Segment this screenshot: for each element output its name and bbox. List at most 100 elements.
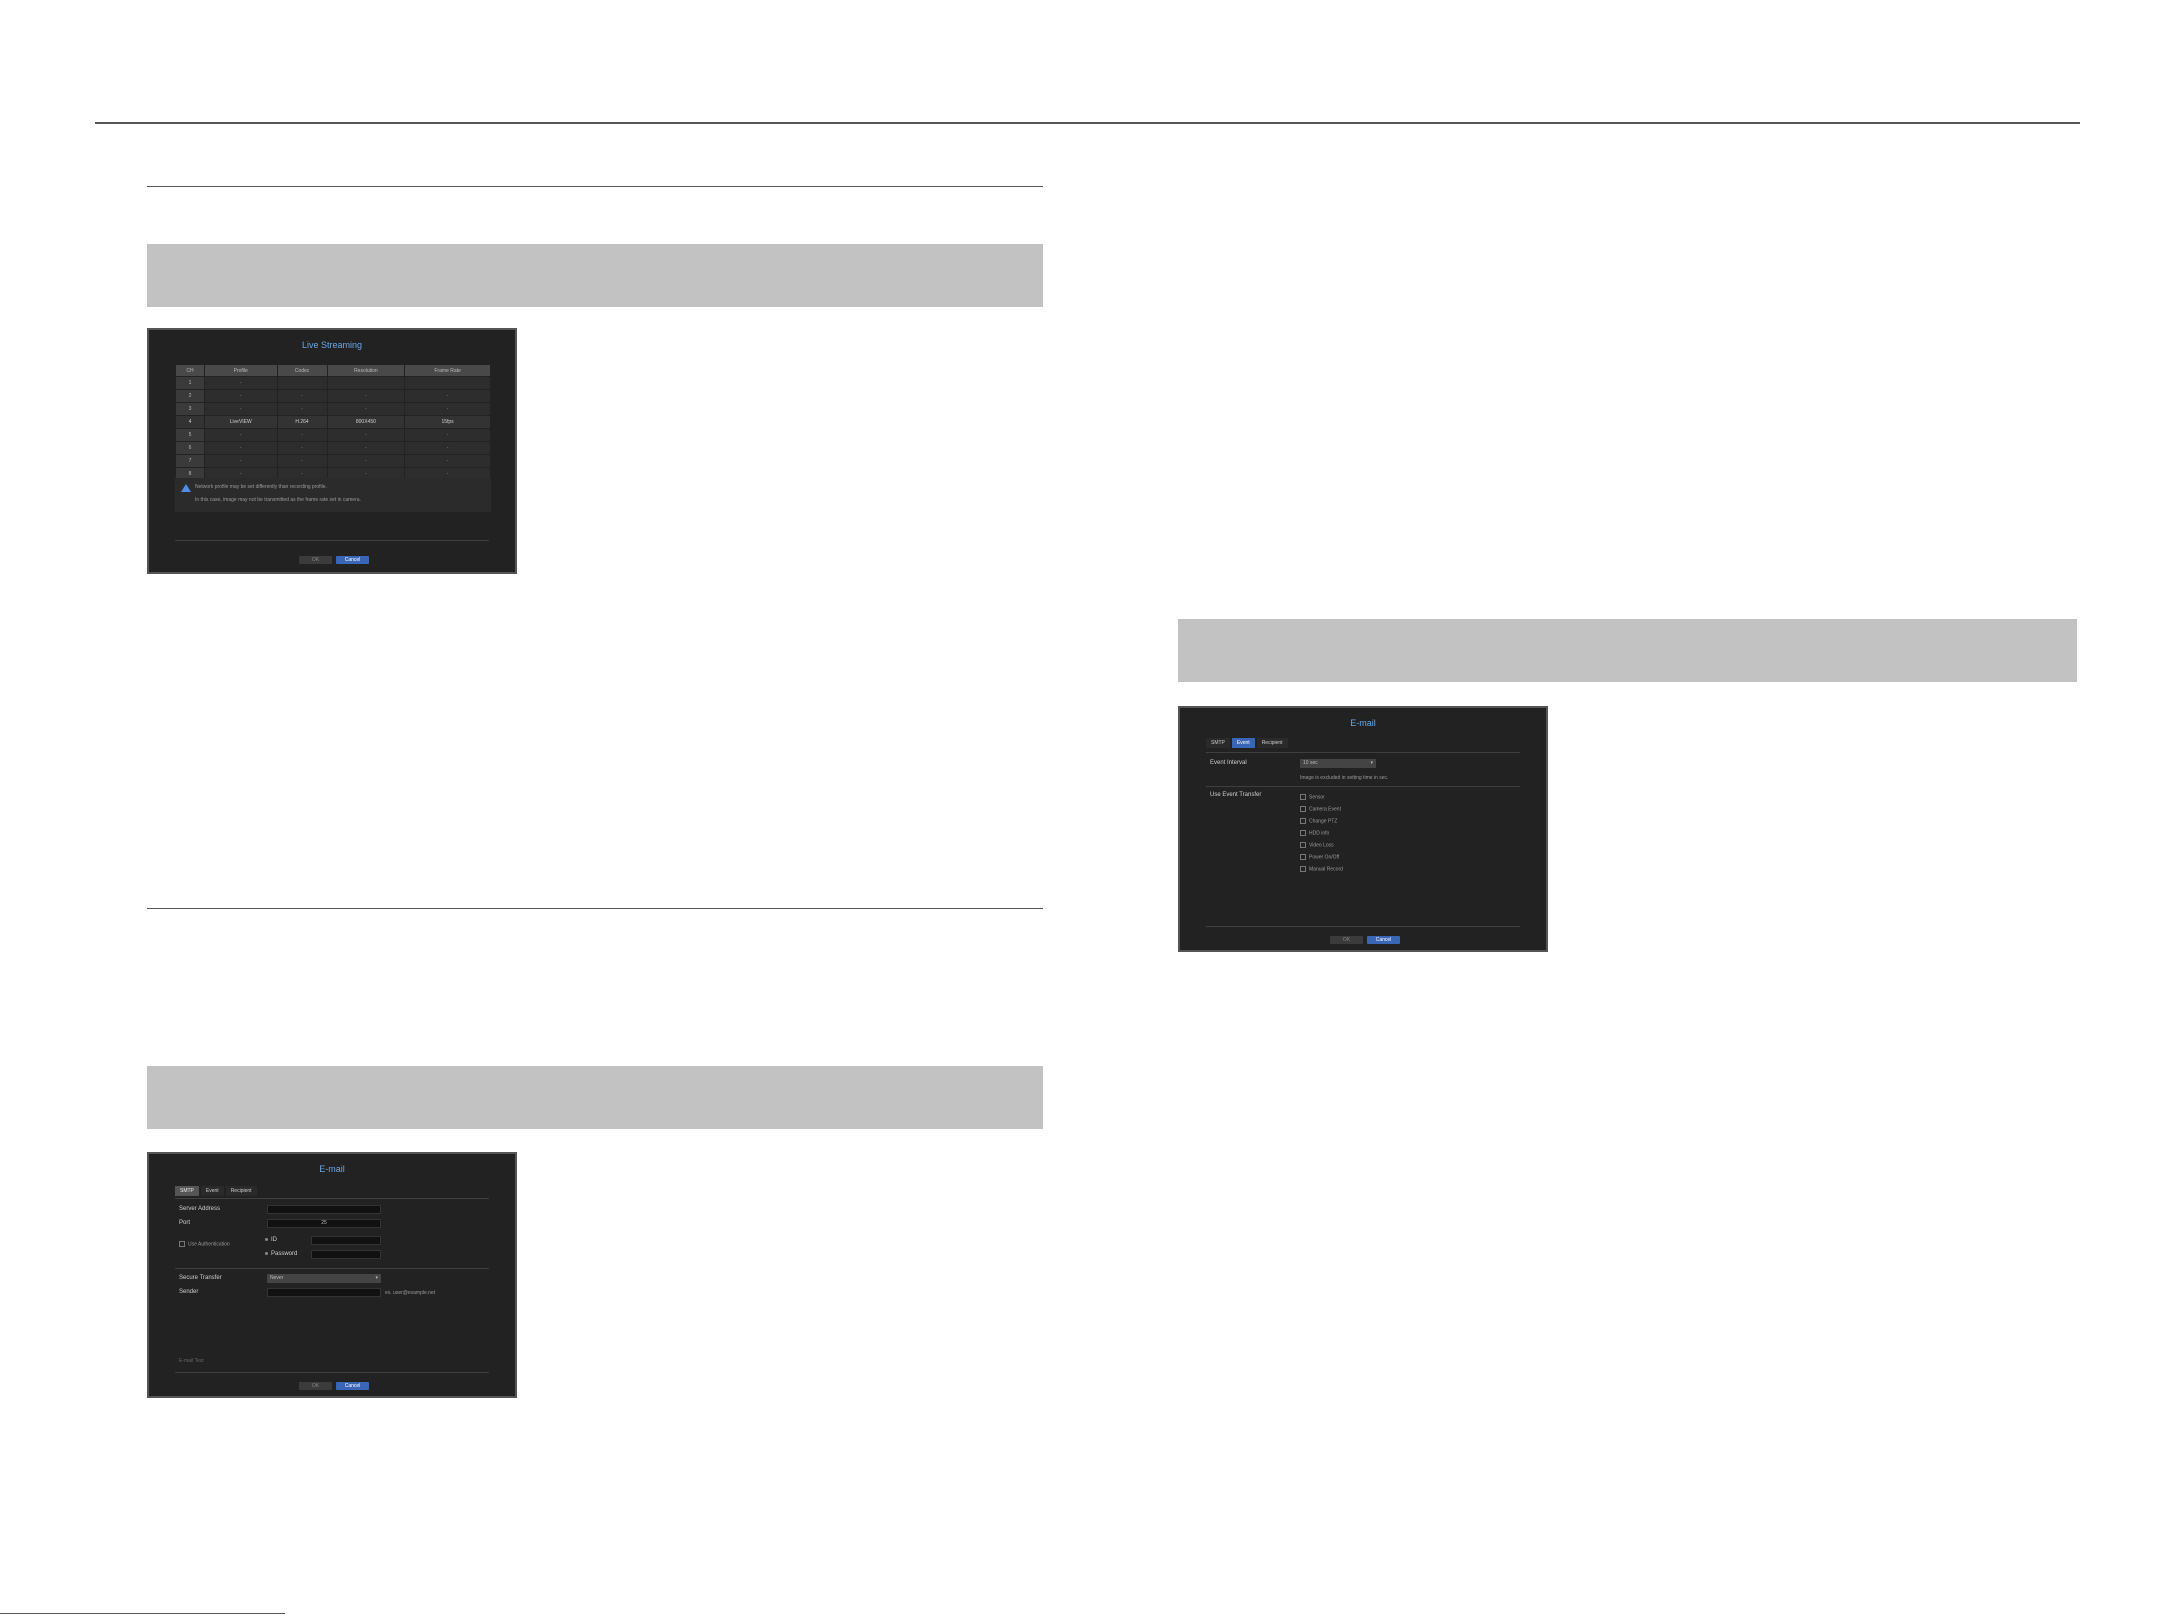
table-row[interactable]: 4 LiveVIEW H.264 800X450 15fps bbox=[176, 416, 490, 428]
dialog-title: E-mail bbox=[319, 1164, 345, 1174]
event-checkbox-camera-event[interactable]: Camera Event bbox=[1300, 806, 1341, 812]
ok-button[interactable]: OK bbox=[1330, 936, 1363, 944]
port-input[interactable]: 25 bbox=[267, 1219, 381, 1228]
checkbox-box bbox=[1300, 794, 1306, 800]
cell-ch: 8 bbox=[176, 468, 204, 480]
event-checkbox-power-on-off[interactable]: Power On/Off bbox=[1300, 854, 1339, 860]
tab-divider bbox=[1206, 752, 1520, 753]
cell-frame-rate: - bbox=[405, 455, 490, 467]
warning-line-2: In this case, image may not be transmitt… bbox=[195, 497, 361, 503]
grey-bar-1 bbox=[147, 244, 1043, 307]
table-row[interactable]: 8 - - - - bbox=[176, 468, 490, 480]
tab-recipient[interactable]: Recipient bbox=[225, 1186, 257, 1196]
table-row[interactable]: 7 - - - - bbox=[176, 455, 490, 467]
col-codec: Codec bbox=[277, 365, 327, 376]
cell-profile[interactable]: - bbox=[205, 403, 277, 415]
warning-icon bbox=[181, 484, 191, 492]
id-input[interactable] bbox=[311, 1236, 381, 1245]
event-label: Change PTZ bbox=[1309, 818, 1338, 825]
checkbox-box bbox=[1300, 818, 1306, 824]
secure-transfer-select[interactable]: Never ▾ bbox=[267, 1274, 381, 1283]
ok-button[interactable]: OK bbox=[299, 556, 332, 564]
table-row[interactable]: 3 - - - - bbox=[176, 403, 490, 415]
event-checkbox-manual-record[interactable]: Manual Record bbox=[1300, 866, 1343, 872]
cell-resolution: - bbox=[327, 390, 405, 402]
cell-resolution bbox=[327, 377, 405, 389]
top-rule bbox=[95, 122, 2080, 124]
cancel-button[interactable]: Cancel bbox=[1367, 936, 1400, 944]
sender-hint: ex. user@example.net bbox=[385, 1290, 436, 1296]
cell-codec: - bbox=[277, 442, 327, 454]
server-address-label: Server Address bbox=[179, 1206, 221, 1212]
live-streaming-dialog: Live Streaming CH Profile Codec Resoluti… bbox=[147, 328, 517, 574]
cell-profile[interactable]: - bbox=[205, 455, 277, 467]
checkbox-box bbox=[1300, 830, 1306, 836]
event-checkbox-sensor[interactable]: Sensor bbox=[1300, 794, 1325, 800]
sender-input[interactable] bbox=[267, 1288, 381, 1297]
cell-codec bbox=[277, 377, 327, 389]
section-rule-1 bbox=[147, 186, 1043, 187]
email-smtp-dialog: E-mail SMTP Event Recipient Server Addre… bbox=[147, 1152, 517, 1398]
grey-bar-3 bbox=[1178, 619, 2077, 682]
footer-rule bbox=[0, 1613, 285, 1614]
table-row[interactable]: 5 - - - - bbox=[176, 429, 490, 441]
cell-frame-rate bbox=[405, 377, 490, 389]
event-interval-select[interactable]: 10 sec ▾ bbox=[1300, 759, 1376, 768]
tab-event[interactable]: Event bbox=[200, 1186, 224, 1196]
cell-profile[interactable]: - bbox=[205, 377, 277, 389]
ok-button[interactable]: OK bbox=[299, 1382, 332, 1390]
tab-divider bbox=[175, 1198, 489, 1199]
footer-divider bbox=[175, 540, 489, 541]
event-label: Video Loss bbox=[1309, 842, 1334, 849]
footer-divider bbox=[1206, 926, 1520, 927]
id-label-text: ID bbox=[271, 1237, 277, 1243]
col-frame-rate: Frame Rate bbox=[405, 365, 490, 376]
cancel-button[interactable]: Cancel bbox=[336, 556, 369, 564]
cell-resolution: - bbox=[327, 403, 405, 415]
tab-recipient[interactable]: Recipient bbox=[1256, 738, 1288, 748]
tab-smtp[interactable]: SMTP bbox=[1206, 738, 1230, 748]
warning-line-1: Network profile may be set differently t… bbox=[195, 484, 327, 490]
footer-divider bbox=[175, 1372, 489, 1373]
event-checkbox-video-loss[interactable]: Video Loss bbox=[1300, 842, 1334, 848]
cancel-button[interactable]: Cancel bbox=[336, 1382, 369, 1390]
cell-profile[interactable]: - bbox=[205, 429, 277, 441]
cell-profile[interactable]: - bbox=[205, 442, 277, 454]
table-row[interactable]: 6 - - - - bbox=[176, 442, 490, 454]
server-address-input[interactable] bbox=[267, 1205, 381, 1214]
tab-smtp[interactable]: SMTP bbox=[175, 1186, 199, 1196]
use-authentication-label: Use Authentication bbox=[188, 1241, 230, 1248]
event-interval-hint: Image is excluded in setting time in sec… bbox=[1300, 775, 1389, 781]
cell-profile[interactable]: LiveVIEW bbox=[205, 416, 277, 428]
event-checkbox-hdd-info[interactable]: HDD info bbox=[1300, 830, 1329, 836]
cell-frame-rate: - bbox=[405, 390, 490, 402]
use-authentication-checkbox[interactable]: Use Authentication bbox=[179, 1241, 230, 1247]
cell-frame-rate: - bbox=[405, 403, 490, 415]
event-label: Sensor bbox=[1309, 794, 1325, 801]
use-event-transfer-label: Use Event Transfer bbox=[1210, 792, 1262, 798]
cell-resolution: - bbox=[327, 429, 405, 441]
section-divider bbox=[175, 1268, 489, 1269]
chevron-down-icon: ▾ bbox=[375, 1275, 378, 1281]
password-input[interactable] bbox=[311, 1250, 381, 1259]
password-label: Password bbox=[265, 1251, 297, 1257]
cell-profile[interactable]: - bbox=[205, 468, 277, 480]
cell-ch: 1 bbox=[176, 377, 204, 389]
event-checkbox-change-ptz[interactable]: Change PTZ bbox=[1300, 818, 1337, 824]
cell-frame-rate: - bbox=[405, 442, 490, 454]
cell-ch: 3 bbox=[176, 403, 204, 415]
cell-codec: - bbox=[277, 403, 327, 415]
tab-event[interactable]: Event bbox=[1231, 738, 1255, 748]
checkbox-box bbox=[1300, 866, 1306, 872]
email-test-button[interactable]: E-mail Test bbox=[179, 1358, 204, 1364]
table-row[interactable]: 1 - bbox=[176, 377, 490, 389]
id-label: ID bbox=[265, 1237, 277, 1243]
stream-table: CH Profile Codec Resolution Frame Rate 1… bbox=[175, 364, 491, 481]
cell-codec: H.264 bbox=[277, 416, 327, 428]
password-label-text: Password bbox=[271, 1251, 298, 1257]
cell-codec: - bbox=[277, 455, 327, 467]
checkbox-box bbox=[179, 1241, 185, 1247]
table-row[interactable]: 2 - - - - bbox=[176, 390, 490, 402]
cell-profile[interactable]: - bbox=[205, 390, 277, 402]
section-divider bbox=[1206, 786, 1520, 787]
